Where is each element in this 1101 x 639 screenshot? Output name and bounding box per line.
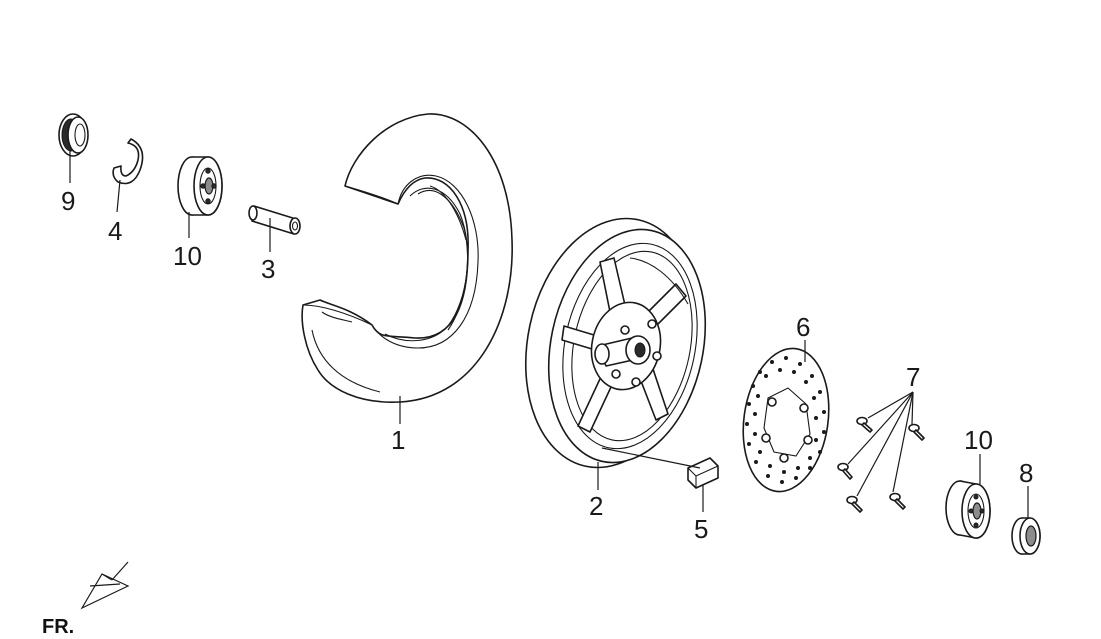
brake-disc-part xyxy=(742,347,830,493)
callout-5: 5 xyxy=(694,514,708,544)
callout-7: 7 xyxy=(906,362,920,392)
callout-1: 1 xyxy=(391,425,405,455)
callout-6: 6 xyxy=(796,312,810,342)
callout-2: 2 xyxy=(589,491,603,521)
circlip-part xyxy=(112,138,144,185)
bolt-3 xyxy=(837,462,853,480)
collar-part xyxy=(1011,517,1041,555)
callout-4: 4 xyxy=(108,216,122,246)
callout-3: 3 xyxy=(261,254,275,284)
oil-seal-part xyxy=(58,113,89,157)
bearing-right-part xyxy=(945,480,991,539)
bolt-5 xyxy=(889,492,906,510)
bolt-2 xyxy=(908,423,925,441)
bolt-1 xyxy=(856,416,873,433)
callout-10-right: 10 xyxy=(964,425,993,455)
callout-8: 8 xyxy=(1019,458,1033,488)
disc-bolts-part xyxy=(837,416,925,513)
callout-labels: 1 2 3 4 5 6 7 8 9 10 10 xyxy=(61,186,1033,544)
wheel-rim-part xyxy=(524,217,707,469)
tire-part xyxy=(301,113,513,403)
balance-weight-part xyxy=(687,457,719,489)
bolt-4 xyxy=(846,495,863,513)
front-direction-label: FR. xyxy=(42,616,74,638)
bearing-left-part xyxy=(177,156,223,216)
callout-10-left: 10 xyxy=(173,241,202,271)
front-direction-indicator: FR. xyxy=(42,561,130,638)
spacer-tube-part xyxy=(248,205,301,235)
leader-lines xyxy=(69,150,1029,518)
callout-9: 9 xyxy=(61,186,75,216)
